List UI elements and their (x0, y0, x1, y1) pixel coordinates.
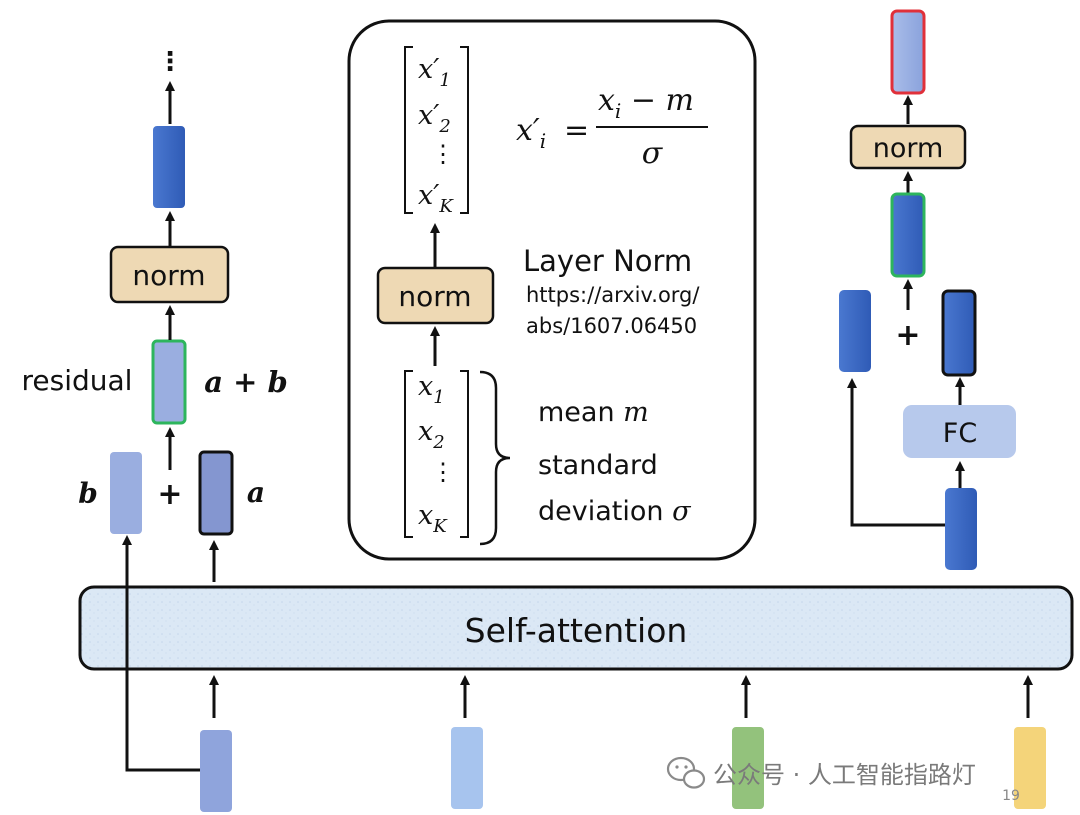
a-plus-b-label: a + b (204, 365, 288, 399)
normalization-formula: x′i = xi − m σ (516, 83, 708, 171)
svg-text:⋮: ⋮ (431, 458, 455, 486)
in-vector-bracket-right (460, 370, 469, 538)
input-vector-2 (451, 727, 483, 809)
watermark-text: 公众号 · 人工智能指路灯 (713, 761, 976, 789)
ellipsis-top: ⋮ (157, 47, 183, 77)
svg-text:x′1: x′1 (418, 54, 451, 91)
vector-b (110, 452, 142, 534)
norm-box-left (109, 245, 230, 304)
svg-text:=: = (564, 113, 589, 148)
residual-vector-right (890, 192, 926, 278)
out-vector-entries: x′1 x′2 ⋮ x′K (418, 54, 455, 217)
output-vector-right (890, 9, 926, 95)
vector-a (198, 450, 234, 536)
in-vector-entries: x1 x2 ⋮ xK (418, 371, 455, 537)
self-attention-label: Self-attention (465, 611, 688, 650)
norm-label-center: norm (398, 280, 471, 313)
svg-text:xi − m: xi − m (598, 83, 694, 123)
svg-text:xK: xK (418, 500, 448, 537)
arxiv-link-line2[interactable]: abs/1607.06450 (526, 314, 697, 338)
mean-label: mean m (538, 397, 649, 428)
fc-label: FC (943, 418, 977, 449)
std-label-line2: deviation σ (538, 496, 692, 527)
residual-skip-line (122, 535, 200, 772)
residual-vector (151, 339, 187, 425)
layer-norm-panel (347, 19, 757, 561)
svg-text:x′K: x′K (418, 180, 454, 217)
fc-box (903, 405, 1016, 458)
svg-text:x′2: x′2 (418, 100, 451, 137)
page-number: 19 (1002, 788, 1020, 804)
a-label: a (247, 476, 265, 509)
out-vector-bracket-left (404, 46, 413, 214)
output-vector-left (153, 126, 185, 208)
b-label: b (78, 477, 98, 510)
fc-output-vector (941, 289, 977, 377)
skip-line-right (847, 378, 945, 527)
layer-norm-title: Layer Norm (523, 244, 692, 278)
norm-label-right: norm (873, 133, 944, 164)
residual-label: residual (22, 364, 133, 397)
wechat-icon (666, 756, 706, 789)
svg-text:x2: x2 (418, 416, 445, 453)
svg-text:x1: x1 (418, 371, 445, 408)
curly-brace (479, 370, 511, 546)
out-vector-bracket-right (460, 46, 469, 214)
input-vector-right (945, 488, 977, 570)
arxiv-link-line1[interactable]: https://arxiv.org/ (526, 283, 700, 307)
in-vector-bracket-left (404, 370, 413, 538)
input-vector-4 (1014, 727, 1046, 809)
input-vector-3 (732, 727, 764, 809)
self-attention-box (78, 585, 1074, 671)
plus-sign-right: + (895, 318, 920, 353)
svg-text:σ: σ (642, 136, 664, 171)
input-vector-1 (200, 730, 232, 812)
norm-box-right (849, 124, 967, 170)
norm-box-center (376, 266, 495, 325)
std-label-line1: standard (538, 450, 658, 481)
skip-vector-right (839, 290, 871, 372)
svg-text:⋮: ⋮ (431, 140, 455, 168)
norm-label-left: norm (132, 259, 205, 292)
plus-sign-left: + (157, 477, 182, 512)
svg-text:x′i: x′i (516, 113, 546, 153)
